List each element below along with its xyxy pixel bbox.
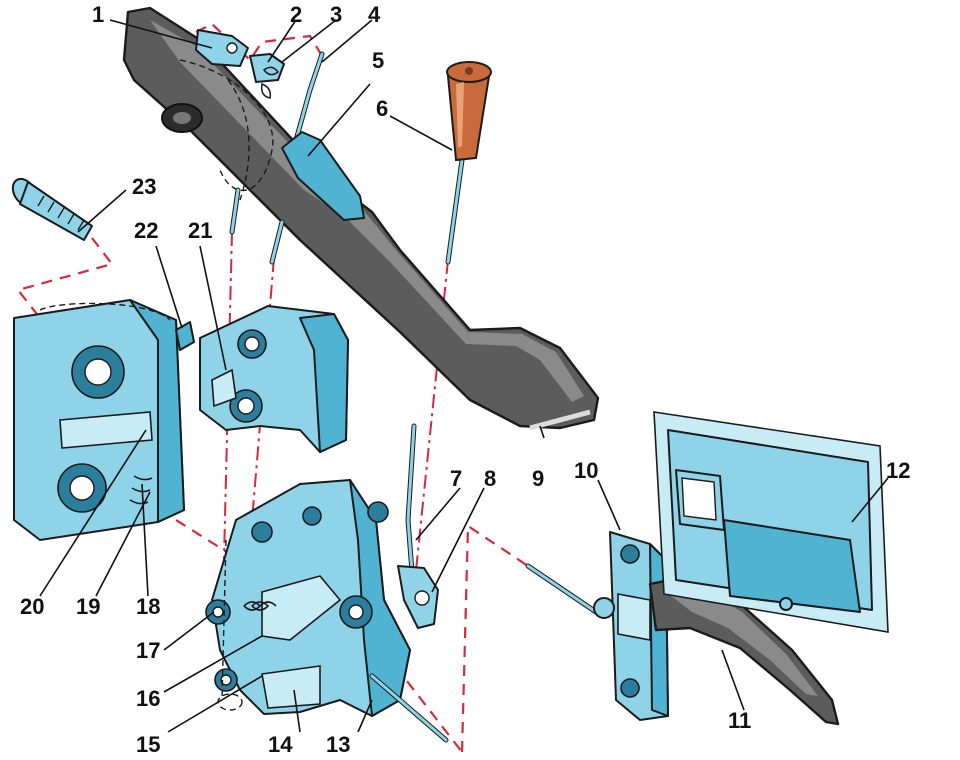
callout-15: 15 — [136, 732, 160, 757]
callout-2: 2 — [290, 2, 302, 27]
callout-17: 17 — [136, 638, 160, 663]
leader-lines — [39, 19, 889, 733]
callout-21: 21 — [188, 218, 212, 243]
callout-23: 23 — [132, 174, 156, 199]
callout-11: 11 — [728, 708, 751, 733]
callout-20: 20 — [20, 594, 44, 619]
callout-1: 1 — [92, 2, 104, 27]
lock-knob-with-rod — [445, 61, 492, 265]
callout-7: 7 — [450, 466, 462, 491]
callout-16: 16 — [136, 686, 160, 711]
callout-14: 14 — [268, 732, 293, 757]
callout-9: 9 — [532, 466, 544, 491]
lock-rod-and-lever — [397, 423, 439, 629]
callout-13: 13 — [326, 732, 350, 757]
callout-3: 3 — [330, 2, 342, 27]
inner-handle-assembly — [525, 531, 840, 726]
callout-22: 22 — [134, 218, 158, 243]
callout-4: 4 — [368, 2, 381, 27]
lock-housing — [13, 299, 195, 541]
callout-labels: 1 2 3 4 5 6 23 22 21 7 8 9 10 12 20 19 1… — [20, 2, 910, 757]
fixing-screw — [11, 177, 93, 241]
striker-plate — [199, 305, 349, 453]
callout-19: 19 — [76, 594, 100, 619]
callout-8: 8 — [484, 466, 496, 491]
callout-5: 5 — [372, 48, 384, 73]
callout-12: 12 — [886, 458, 910, 483]
callout-6: 6 — [376, 96, 388, 121]
lock-mechanism — [205, 479, 449, 743]
callout-18: 18 — [136, 594, 160, 619]
callout-10: 10 — [574, 458, 598, 483]
inner-handle-trim — [653, 411, 889, 633]
handle-mechanism — [195, 29, 365, 265]
